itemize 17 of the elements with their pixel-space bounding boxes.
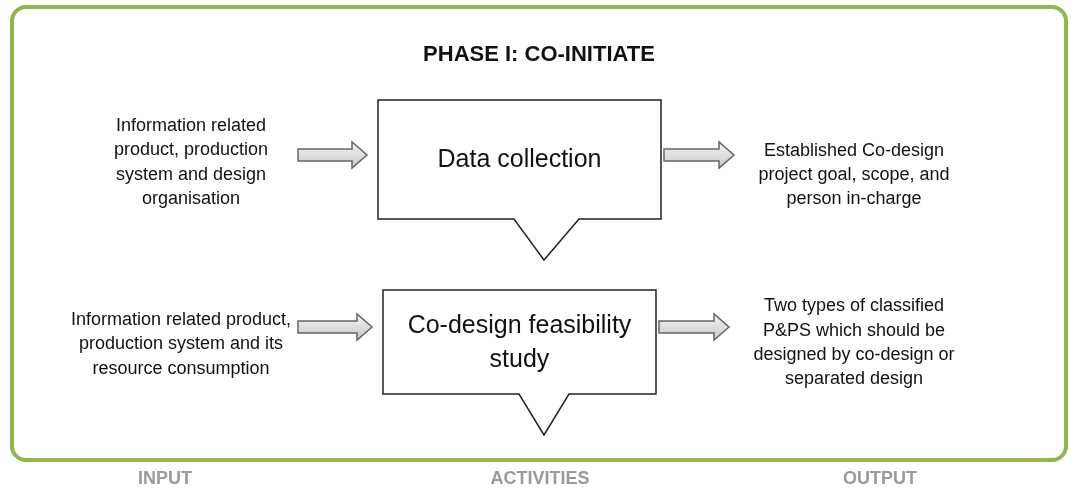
callout-box	[382, 289, 657, 436]
block-arrow	[297, 140, 369, 170]
callout-box	[377, 99, 662, 261]
activity-text: Co-design feasibility study	[406, 308, 633, 374]
column-label: ACTIVITIES	[489, 468, 591, 489]
input-text: Information related product, production system and its resource consumption	[69, 308, 293, 380]
column-label: OUTPUT	[842, 468, 918, 489]
block-arrow	[297, 312, 374, 342]
phase-frame	[10, 5, 1068, 462]
block-arrow	[658, 312, 731, 342]
output-text: Established Co-design project goal, scope, and person in-charge	[757, 138, 951, 211]
output-text: Two types of classified P&PS which should be designed by co-design or separated design	[752, 294, 956, 391]
block-arrow	[663, 140, 736, 170]
input-text: Information related product, production system and design organisation	[112, 113, 270, 210]
phase-title: PHASE I: CO-INITIATE	[423, 41, 655, 67]
activity-text: Data collection	[436, 143, 603, 175]
column-label: INPUT	[137, 468, 193, 489]
